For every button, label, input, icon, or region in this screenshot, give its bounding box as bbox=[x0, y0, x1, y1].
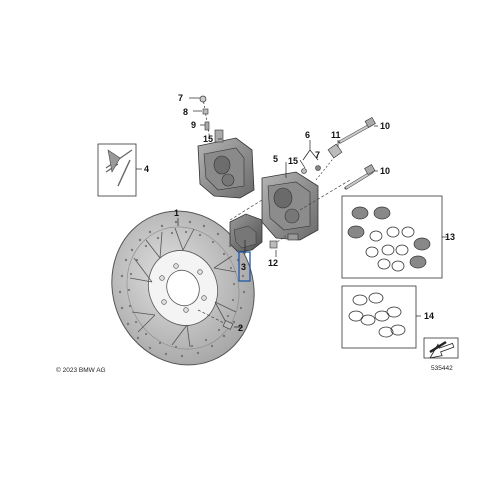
callout-6: 6 bbox=[305, 130, 310, 140]
callout-4: 4 bbox=[144, 164, 149, 174]
seal-kit-13-box bbox=[341, 195, 443, 279]
disc-bolt bbox=[197, 309, 234, 330]
brake-caliper-lower bbox=[261, 171, 319, 241]
brake-pad bbox=[229, 213, 263, 253]
diagram-number: 535442 bbox=[431, 365, 453, 372]
callout-3: 3 bbox=[241, 262, 246, 272]
callout-2: 2 bbox=[238, 323, 243, 333]
callout-5: 5 bbox=[273, 154, 278, 164]
callout-9: 9 bbox=[191, 120, 196, 130]
callout-8: 8 bbox=[183, 107, 188, 117]
callout-12: 12 bbox=[268, 258, 278, 268]
callout-7b: 7 bbox=[315, 150, 320, 160]
view-direction-box bbox=[423, 337, 459, 359]
callout-15b: 15 bbox=[288, 156, 298, 166]
callout-10a: 10 bbox=[380, 121, 390, 131]
callout-13: 13 bbox=[445, 232, 455, 242]
highlight-box-part-3 bbox=[238, 251, 251, 282]
callout-11: 11 bbox=[331, 130, 341, 140]
bleed-screw-parts bbox=[199, 95, 211, 141]
repair-kit-box bbox=[97, 143, 137, 197]
callout-7a: 7 bbox=[178, 93, 183, 103]
callout-10b: 10 bbox=[380, 166, 390, 176]
callout-1: 1 bbox=[174, 208, 179, 218]
copyright-text: © 2023 BMW AG bbox=[56, 366, 106, 374]
brake-caliper-upper bbox=[197, 129, 255, 199]
callout-14: 14 bbox=[424, 311, 434, 321]
brake-disc bbox=[111, 210, 255, 366]
caliper-pins bbox=[229, 116, 376, 249]
leader-lines bbox=[136, 97, 447, 328]
callout-15a: 15 bbox=[203, 134, 213, 144]
seal-kit-14-box bbox=[341, 285, 417, 349]
